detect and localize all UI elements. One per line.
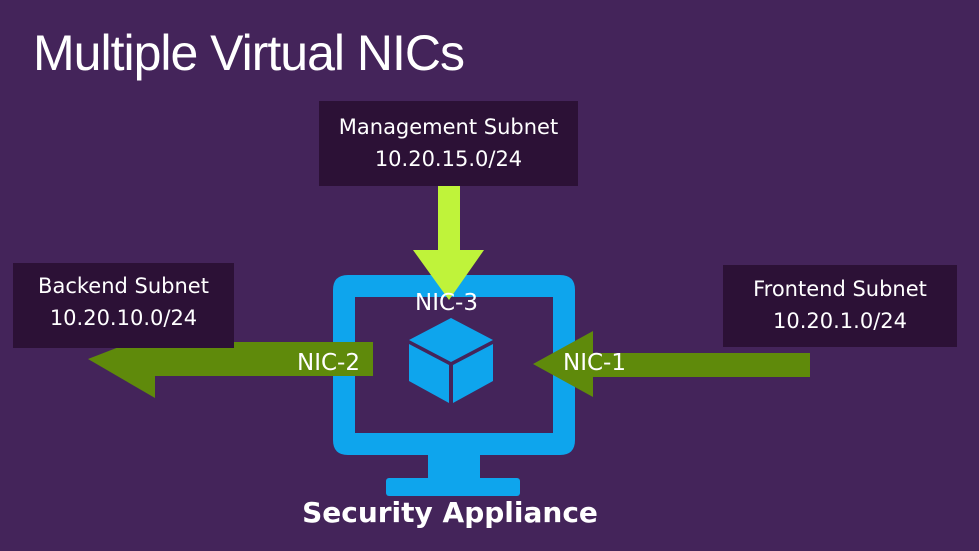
monitor-icon — [333, 275, 575, 496]
slide-title: Multiple Virtual NICs — [33, 25, 465, 81]
arrow-from-frontend — [533, 331, 810, 397]
arrow-to-backend — [88, 333, 373, 398]
frontend-subnet-name: Frontend Subnet — [753, 277, 927, 301]
security-appliance-label: Security Appliance — [302, 496, 598, 529]
nic-2-label: NIC-2 — [297, 350, 360, 376]
nic-3-label: NIC-3 — [415, 290, 478, 316]
backend-subnet-cidr: 10.20.10.0/24 — [49, 306, 198, 330]
management-subnet-cidr: 10.20.15.0/24 — [374, 147, 523, 171]
arrow-from-management — [413, 172, 484, 300]
backend-subnet-name: Backend Subnet — [38, 274, 209, 298]
frontend-subnet-box: Frontend Subnet 10.20.1.0/24 — [723, 265, 957, 347]
management-subnet-name: Management Subnet — [338, 115, 559, 139]
cube-icon — [409, 318, 493, 403]
management-subnet-box: Management Subnet 10.20.15.0/24 — [319, 101, 578, 186]
backend-subnet-box: Backend Subnet 10.20.10.0/24 — [13, 263, 234, 348]
nic-1-label: NIC-1 — [563, 350, 626, 376]
frontend-subnet-cidr: 10.20.1.0/24 — [773, 309, 907, 333]
